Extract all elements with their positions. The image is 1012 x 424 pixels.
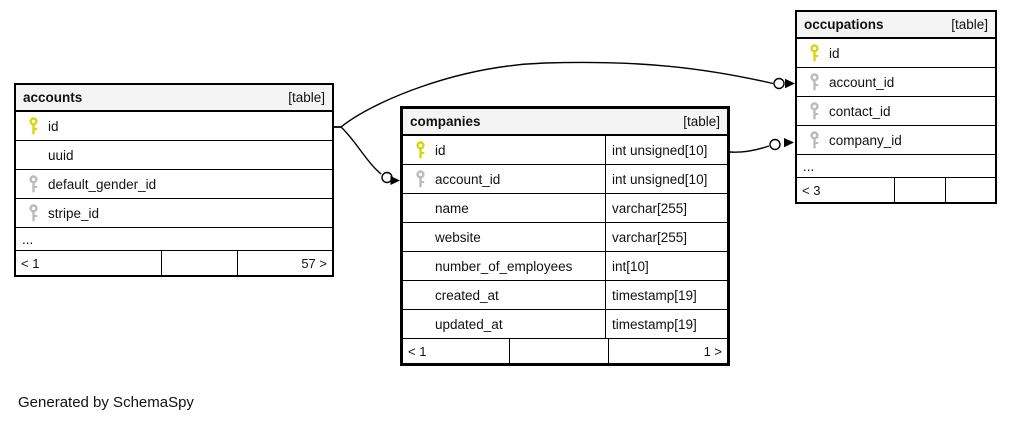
relations-out-cell: 57 > — [301, 255, 327, 271]
primary-key-icon — [413, 141, 428, 159]
column-row: account_id — [797, 68, 995, 97]
table-rows: id uuid default_gender_id stripe_id... — [16, 112, 332, 251]
column-name: company_id — [829, 132, 902, 148]
column-name-cell: number_of_employees — [403, 252, 606, 280]
primary-key-icon — [26, 117, 41, 135]
footer-spacer-cell — [162, 251, 238, 275]
relationship-accounts-id-to-companies-account-id — [334, 126, 400, 185]
column-type: int unsigned[10] — [612, 171, 708, 187]
table-name[interactable]: occupations — [804, 17, 884, 32]
table-footer: < 1 1 > — [403, 339, 727, 363]
column-name-cell: created_at — [403, 281, 606, 309]
column-name: stripe_id — [48, 205, 100, 221]
more-columns-row: ... — [797, 155, 995, 178]
table-header: occupations [table] — [797, 12, 995, 39]
relations-out-cell — [946, 178, 995, 202]
column-name-cell: id — [16, 112, 332, 140]
column-name-cell: updated_at — [403, 310, 606, 338]
column-name-cell: company_id — [797, 126, 995, 154]
table-type-badge: [table] — [951, 17, 988, 32]
column-type: timestamp[19] — [612, 316, 697, 332]
table-header: companies [table] — [403, 109, 727, 136]
column-name-cell: account_id — [797, 68, 995, 96]
column-name: account_id — [435, 171, 501, 187]
column-row: number_of_employees int[10] — [403, 252, 727, 281]
column-row: id — [16, 112, 332, 141]
column-row: default_gender_id — [16, 170, 332, 199]
column-name: name — [435, 200, 469, 216]
column-type: int unsigned[10] — [612, 142, 708, 158]
column-row: company_id — [797, 126, 995, 155]
footer-spacer-cell — [510, 339, 609, 363]
table-rows: id int unsigned[10] account_id int unsigned… — [403, 136, 727, 339]
column-name: uuid — [48, 147, 74, 163]
relations-in-cell: < 1 — [16, 251, 162, 275]
table-type-badge: [table] — [683, 114, 720, 129]
table-type-badge: [table] — [288, 90, 325, 105]
relationship-companies-id-to-occupations-company-id — [729, 138, 794, 153]
column-name-cell: id — [403, 136, 606, 164]
column-name-cell: stripe_id — [16, 199, 332, 227]
column-type: timestamp[19] — [612, 287, 697, 303]
table-occupations[interactable]: occupations [table] id account_id contact_… — [795, 10, 997, 204]
column-row: website varchar[255] — [403, 223, 727, 252]
column-name: number_of_employees — [435, 258, 573, 274]
more-columns-row: ... — [16, 228, 332, 251]
column-row: contact_id — [797, 97, 995, 126]
column-type: int[10] — [612, 258, 649, 274]
column-row: account_id int unsigned[10] — [403, 165, 727, 194]
column-name: created_at — [435, 287, 499, 303]
column-name: account_id — [829, 74, 895, 90]
table-footer: < 3 — [797, 178, 995, 202]
column-name: id — [829, 45, 840, 61]
column-name: id — [435, 142, 446, 158]
foreign-key-icon — [26, 204, 41, 222]
column-name-cell: website — [403, 223, 606, 251]
column-name-cell: id — [797, 39, 995, 67]
column-row: updated_at timestamp[19] — [403, 310, 727, 339]
table-name[interactable]: accounts — [23, 90, 83, 105]
column-name: id — [48, 118, 59, 134]
footer-spacer-cell — [895, 178, 946, 202]
column-row: created_at timestamp[19] — [403, 281, 727, 310]
column-name: website — [435, 229, 481, 245]
foreign-key-icon — [413, 170, 428, 188]
column-row: name varchar[255] — [403, 194, 727, 223]
column-row: id int unsigned[10] — [403, 136, 727, 165]
table-rows: id account_id contact_id company_id... — [797, 39, 995, 178]
column-name-cell: contact_id — [797, 97, 995, 125]
column-name: updated_at — [435, 316, 503, 332]
column-name: default_gender_id — [48, 176, 157, 192]
table-header: accounts [table] — [16, 85, 332, 112]
relations-in-cell: < 1 — [403, 339, 510, 363]
foreign-key-icon — [26, 175, 41, 193]
column-name-cell: default_gender_id — [16, 170, 332, 198]
primary-key-icon — [807, 44, 822, 62]
column-row: uuid — [16, 141, 332, 170]
table-accounts[interactable]: accounts [table] id uuid default_gender_id… — [14, 83, 334, 277]
column-row: stripe_id — [16, 199, 332, 228]
foreign-key-icon — [807, 131, 822, 149]
column-name-cell: account_id — [403, 165, 606, 193]
foreign-key-icon — [807, 102, 822, 120]
column-name-cell: name — [403, 194, 606, 222]
column-row: id — [797, 39, 995, 68]
column-name: contact_id — [829, 103, 891, 119]
table-footer: < 1 57 > — [16, 251, 332, 275]
generated-by-caption: Generated by SchemaSpy — [18, 394, 194, 411]
foreign-key-icon — [807, 73, 822, 91]
table-name[interactable]: companies — [410, 114, 481, 129]
column-name-cell: uuid — [16, 141, 332, 169]
relations-out-cell: 1 > — [703, 343, 722, 359]
column-type: varchar[255] — [612, 200, 688, 216]
relations-in-cell: < 3 — [797, 178, 895, 202]
column-type: varchar[255] — [612, 229, 688, 245]
